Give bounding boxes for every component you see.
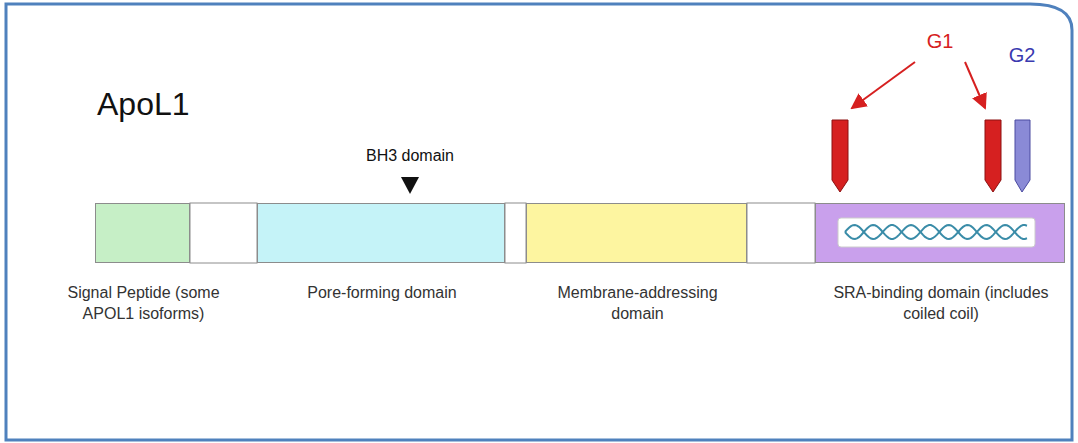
coil-strand bbox=[845, 225, 1027, 239]
callout-label: G2 bbox=[1009, 44, 1036, 67]
coil-strand bbox=[845, 225, 1027, 239]
domain-label: Pore-forming domain bbox=[262, 282, 502, 303]
callout-label: G1 bbox=[927, 30, 954, 53]
domain-label: Signal Peptide (some APOL1 isoforms) bbox=[49, 282, 239, 324]
g2-marker bbox=[1015, 120, 1030, 192]
bh3-triangle bbox=[401, 177, 419, 194]
g1-arrow bbox=[852, 62, 915, 108]
domain-box: Pore-forming domain bbox=[257, 203, 505, 263]
domain-label: Membrane-addressing domain bbox=[543, 282, 733, 324]
linker-segment bbox=[747, 203, 815, 263]
domain-box: Signal Peptide (some APOL1 isoforms) bbox=[95, 203, 190, 263]
coil-panel bbox=[838, 218, 1035, 247]
linker-segment bbox=[190, 203, 257, 263]
g1-marker bbox=[832, 120, 848, 192]
domain-label: SRA-binding domain (includes coiled coil… bbox=[831, 282, 1051, 324]
coil-strands bbox=[845, 225, 1027, 239]
frame bbox=[6, 4, 1072, 440]
callout-label: BH3 domain bbox=[366, 147, 454, 165]
linker-segment bbox=[505, 203, 526, 263]
diagram-title: ApoL1 bbox=[97, 86, 190, 123]
domain-box: Membrane-addressing domain bbox=[526, 203, 747, 263]
g1-marker bbox=[985, 120, 1001, 192]
g1-arrow bbox=[965, 62, 985, 108]
